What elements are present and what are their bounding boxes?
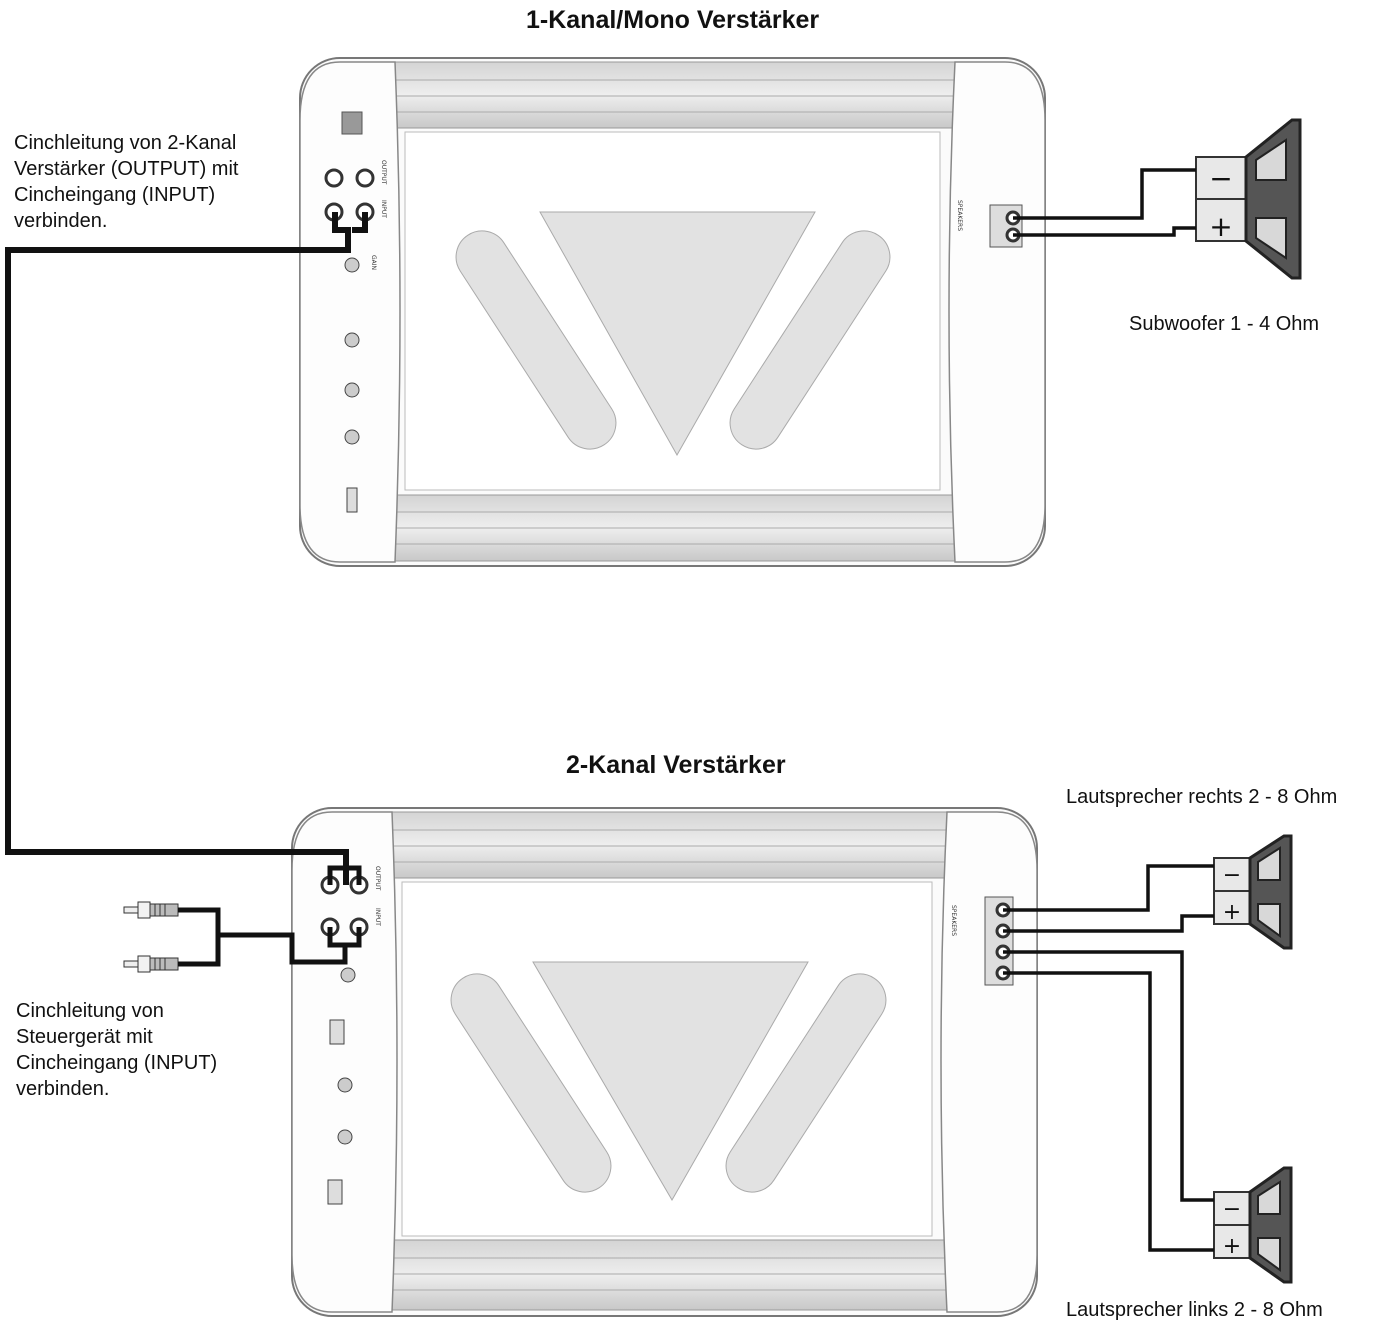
amp-mono-title: 1-Kanal/Mono Verstärker bbox=[526, 6, 820, 34]
amp-two-input-marking: INPUT bbox=[374, 908, 381, 926]
head-unit-cable bbox=[178, 907, 348, 965]
speaker-right: − + bbox=[1213, 834, 1293, 950]
rca-plug-top bbox=[123, 901, 179, 919]
amp-mono-input-marking: INPUT bbox=[380, 200, 387, 218]
amp-two-channel: OUTPUT INPUT SPEAKERS bbox=[291, 807, 1038, 1317]
amp-two-speakers-marking: SPEAKERS bbox=[950, 905, 957, 936]
subwoofer-plus: + bbox=[1209, 210, 1232, 243]
speaker-right-label: Lautsprecher rechts 2 - 8 Ohm bbox=[1066, 786, 1338, 808]
subwoofer-wire-plus bbox=[1013, 226, 1196, 237]
speaker-right-wire-plus bbox=[1003, 914, 1214, 933]
speaker-right-plus: + bbox=[1223, 900, 1241, 925]
note-top-line1: Cinchleitung von 2-Kanal bbox=[14, 132, 237, 154]
note-top-line4: verbinden. bbox=[14, 210, 108, 232]
amp-mono-gain-marking: GAIN bbox=[370, 255, 377, 270]
amp-mono: OUTPUT INPUT GAIN SPEAKERS bbox=[299, 57, 1046, 567]
speaker-left-minus: − bbox=[1223, 1197, 1241, 1222]
amp-mono-speakers-marking: SPEAKERS bbox=[956, 200, 963, 231]
rca-link-cable-inner bbox=[352, 212, 368, 233]
amp-mono-output-marking: OUTPUT bbox=[380, 160, 387, 185]
subwoofer-minus: − bbox=[1209, 162, 1232, 195]
amp-two-output-marking: OUTPUT bbox=[374, 866, 381, 891]
note-top-line3: Cincheingang (INPUT) bbox=[14, 184, 216, 206]
note-bottom-line4: verbinden. bbox=[16, 1078, 110, 1100]
rca-plug-bottom bbox=[123, 955, 179, 973]
speaker-left-plus: + bbox=[1223, 1234, 1241, 1259]
speaker-left: − + bbox=[1213, 1166, 1293, 1284]
note-bottom: Cinchleitung von Steuergerät mit Cinchei… bbox=[16, 998, 217, 1102]
note-bottom-line3: Cincheingang (INPUT) bbox=[16, 1052, 218, 1074]
note-top: Cinchleitung von 2-Kanal Verstärker (OUT… bbox=[14, 130, 238, 234]
note-top-line2: Verstärker (OUTPUT) mit bbox=[14, 158, 239, 180]
speaker-right-minus: − bbox=[1223, 863, 1241, 888]
subwoofer-wire-minus bbox=[1013, 168, 1196, 220]
subwoofer-speaker: − + bbox=[1195, 118, 1302, 280]
speaker-left-wire-minus bbox=[1003, 950, 1214, 1202]
speaker-left-wire-plus bbox=[1003, 971, 1214, 1252]
subwoofer-label: Subwoofer 1 - 4 Ohm bbox=[1129, 313, 1320, 335]
cables bbox=[5, 168, 1214, 1252]
speaker-right-wire-minus bbox=[1003, 864, 1214, 912]
amp-two-channel-title: 2-Kanal Verstärker bbox=[566, 751, 786, 779]
speaker-left-label: Lautsprecher links 2 - 8 Ohm bbox=[1066, 1299, 1323, 1321]
rca-link-cable-outer bbox=[5, 212, 351, 885]
note-bottom-line1: Cinchleitung von bbox=[16, 1000, 164, 1022]
note-bottom-line2: Steuergerät mit bbox=[16, 1026, 153, 1048]
